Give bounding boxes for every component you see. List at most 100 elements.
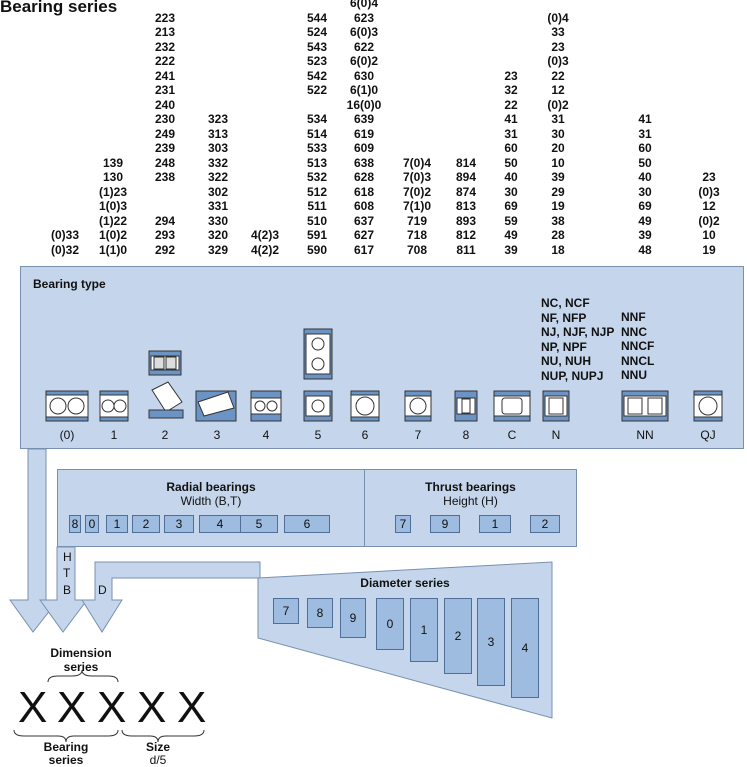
series-code: 627	[353, 228, 375, 242]
series-code: 523	[306, 54, 328, 68]
series-code: 6(0)3	[349, 25, 378, 39]
series-code: 31	[551, 112, 565, 126]
series-code: (0)2	[547, 97, 569, 112]
series-code: 38	[551, 213, 565, 228]
series-code: 130	[102, 170, 124, 184]
diameter-series-cell: 9	[340, 598, 366, 638]
series-code: 618	[353, 184, 375, 199]
nn-type-list: NNF NNC NNCF NNCL NNU	[621, 310, 654, 383]
diameter-series-cell: 2	[444, 598, 472, 674]
series-code: 22	[551, 68, 565, 83]
page-title: Bearing series	[0, 0, 118, 16]
series-code: 292	[154, 242, 176, 257]
height-series-cell: 1	[479, 515, 511, 533]
series-code: 812	[455, 228, 477, 242]
diameter-title: Diameter series	[360, 576, 450, 590]
bearing-type-title: Bearing type	[33, 277, 106, 291]
series-code: 7(1)0	[402, 199, 431, 213]
series-code: 23	[702, 170, 716, 184]
bearing-icon-qj	[693, 390, 723, 422]
series-code: 49	[638, 213, 652, 228]
series-code: 511	[307, 199, 327, 213]
nn-type-item: NNC	[621, 324, 647, 339]
series-code: 30	[551, 126, 565, 141]
series-code: 814	[455, 155, 477, 170]
diameter-series-cell: 8	[307, 598, 333, 628]
series-code: 533	[306, 141, 328, 155]
series-code: 19	[551, 199, 565, 213]
thrust-bearings-panel	[364, 469, 577, 547]
diameter-series-cell: 7	[273, 598, 299, 624]
series-code: 50	[638, 155, 652, 170]
bearing-icon-6	[350, 390, 380, 422]
n-type-list: NC, NCF NF, NFP NJ, NJF, NJP NP, NPF NU,…	[541, 296, 614, 383]
series-code: 638	[353, 155, 375, 170]
series-code: 39	[504, 242, 518, 257]
series-code: 331	[207, 199, 229, 213]
series-code: 332	[207, 155, 229, 170]
series-code: 222	[154, 54, 176, 68]
htb-label-b: B	[63, 583, 72, 597]
bearing-icon-0	[45, 390, 89, 422]
series-code: 223	[154, 10, 176, 25]
series-code: 239	[154, 141, 176, 155]
thrust-title: Thrust bearings	[425, 480, 516, 494]
series-code: 39	[638, 228, 652, 242]
series-code: 628	[353, 170, 375, 184]
bearing-type-label: 6	[361, 428, 369, 442]
series-code: 532	[306, 170, 328, 184]
series-code: 524	[306, 25, 328, 39]
series-code: 329	[207, 242, 229, 257]
series-code: 241	[154, 68, 176, 83]
bearing-type-label: 2	[161, 428, 169, 442]
diameter-series-cell: 3	[477, 598, 505, 686]
bearing-icon-n	[542, 390, 570, 422]
designation-letter: X	[18, 683, 48, 732]
series-code: 4(2)3	[250, 228, 279, 242]
series-code: (0)2	[698, 213, 720, 228]
series-code: 894	[455, 170, 477, 184]
series-code: 7(0)2	[402, 184, 431, 199]
series-code: 16(0)0	[346, 97, 382, 112]
series-code: 230	[154, 112, 176, 126]
bearing-series-label-2: series	[48, 753, 84, 767]
width-series-cell: 0	[85, 515, 99, 533]
nn-type-item: NNU	[621, 368, 647, 382]
series-code: 30	[504, 184, 518, 199]
series-code: 19	[702, 242, 716, 257]
series-code: 23	[504, 68, 518, 83]
width-series-cell: 5	[240, 515, 278, 533]
series-code: 623	[353, 10, 375, 25]
nn-type-item: NNCL	[621, 353, 655, 368]
bearing-icon-7	[404, 390, 432, 422]
series-code: 544	[306, 10, 328, 25]
series-code: (0)3	[547, 54, 569, 68]
radial-bearings-panel	[57, 469, 365, 547]
bearing-icon-1	[99, 390, 129, 422]
bearing-type-label: NN	[636, 428, 654, 442]
radial-subtitle: Width (B,T)	[180, 494, 242, 508]
dimension-series-label-2: series	[63, 660, 99, 674]
series-code: 12	[551, 83, 565, 97]
n-type-item: NP, NPF	[541, 339, 587, 354]
series-code: 39	[551, 170, 565, 184]
bearing-type-label: 1	[110, 428, 118, 442]
series-code: 639	[353, 112, 375, 126]
series-code: 1(0)2	[98, 228, 127, 242]
n-type-item: NJ, NJF, NJP	[541, 325, 615, 339]
series-code: 7(0)4	[402, 155, 431, 170]
bearing-icon-nn	[621, 390, 669, 422]
nn-type-item: NNCF	[621, 339, 655, 353]
series-code: (0)33	[50, 228, 79, 242]
series-code: (1)23	[98, 184, 127, 199]
series-code: 322	[207, 170, 229, 184]
width-series-cell: 3	[164, 515, 194, 533]
series-code: 40	[638, 170, 652, 184]
bearing-type-label: 8	[462, 428, 470, 442]
series-code: 6(0)2	[349, 54, 378, 68]
